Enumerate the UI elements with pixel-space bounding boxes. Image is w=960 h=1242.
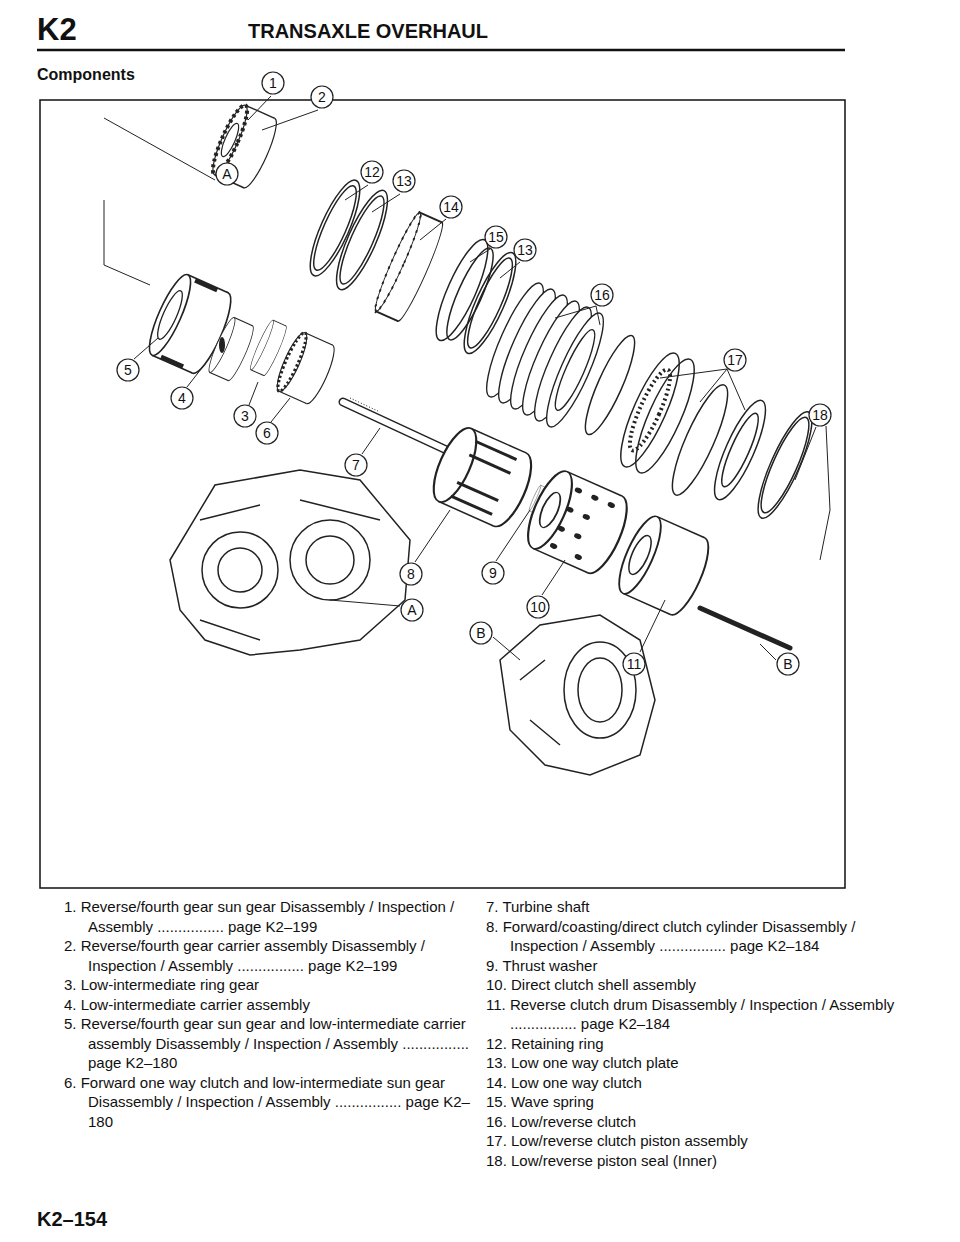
parts-list-item: 4. Low-intermediate carrier assembly (64, 995, 476, 1015)
section-code: K2 (37, 12, 77, 48)
callout-number: A (407, 603, 416, 617)
transaxle-case-small (500, 615, 655, 775)
carrier-part (205, 316, 257, 383)
callout-number: 15 (488, 230, 504, 244)
callout-number: A (222, 167, 231, 181)
page-title: TRANSAXLE OVERHAUL (248, 20, 488, 43)
callout-number: 12 (364, 165, 380, 179)
callout-number: 4 (178, 391, 186, 405)
parts-list-item: 10. Direct clutch shell assembly (486, 975, 896, 995)
callout-number: 7 (352, 458, 360, 472)
rod (700, 608, 790, 648)
callout-number: 6 (263, 426, 271, 440)
callout-number: B (783, 657, 792, 671)
parts-list-item: 5. Reverse/fourth gear sun gear and low-… (64, 1014, 476, 1073)
callout-number: 13 (517, 243, 533, 257)
parts-list-item: 11. Reverse clutch drum Disassembly / In… (486, 995, 896, 1034)
parts-list-item: 7. Turbine shaft (486, 897, 896, 917)
parts-list-item: 13. Low one way clutch plate (486, 1053, 896, 1073)
callout-number: 11 (627, 657, 642, 671)
callout-number: 9 (489, 566, 497, 580)
callout-number: 3 (241, 409, 249, 423)
parts-list-item: 14. Low one way clutch (486, 1073, 896, 1093)
parts-list-item: 1. Reverse/fourth gear sun gear Disassem… (64, 897, 476, 936)
callout-number: B (476, 626, 485, 640)
parts-list-item: 9. Thrust washer (486, 956, 896, 976)
callout-number: 1 (269, 76, 277, 90)
parts-list-item: 15. Wave spring (486, 1092, 896, 1112)
callout-number: 13 (396, 174, 412, 188)
clutch-shell (519, 466, 635, 579)
parts-list-column: 7. Turbine shaft8. Forward/coasting/dire… (486, 897, 896, 1170)
callout-circles (117, 72, 831, 675)
sun-gear-part (272, 330, 339, 407)
one-way-clutch-part (371, 210, 448, 323)
clutch-pack (477, 278, 613, 433)
parts-list-item: 16. Low/reverse clutch (486, 1112, 896, 1132)
callout-number: 5 (124, 363, 132, 377)
parts-list-item: 12. Retaining ring (486, 1034, 896, 1054)
parts-list-item: 6. Forward one way clutch and low-interm… (64, 1073, 476, 1132)
parts-list-item: 18. Low/reverse piston seal (Inner) (486, 1151, 896, 1171)
clutch-cylinder (425, 422, 540, 532)
callout-number: 17 (727, 353, 743, 367)
parts-list-column: 1. Reverse/fourth gear sun gear Disassem… (64, 897, 476, 1131)
callout-number: 16 (594, 288, 610, 302)
figure-frame (40, 100, 845, 888)
parts-list-item: 17. Low/reverse clutch piston assembly (486, 1131, 896, 1151)
page-number: K2–154 (37, 1208, 107, 1231)
header-rule (37, 49, 845, 52)
leader-lines (104, 96, 830, 660)
transaxle-case (170, 470, 410, 655)
parts-list-item: 2. Reverse/fourth gear carrier assembly … (64, 936, 476, 975)
callout-number: 8 (407, 567, 415, 581)
gear-part (207, 102, 282, 191)
parts-list-item: 3. Low-intermediate ring gear (64, 975, 476, 995)
callout-number: 18 (812, 408, 828, 422)
clutch-rings (301, 175, 397, 295)
callout-number: 14 (443, 200, 459, 214)
section-heading: Components (37, 66, 135, 84)
callout-number: 10 (530, 600, 546, 614)
callout-number: 2 (318, 90, 326, 104)
parts-list-item: 8. Forward/coasting/direct clutch cylind… (486, 917, 896, 956)
